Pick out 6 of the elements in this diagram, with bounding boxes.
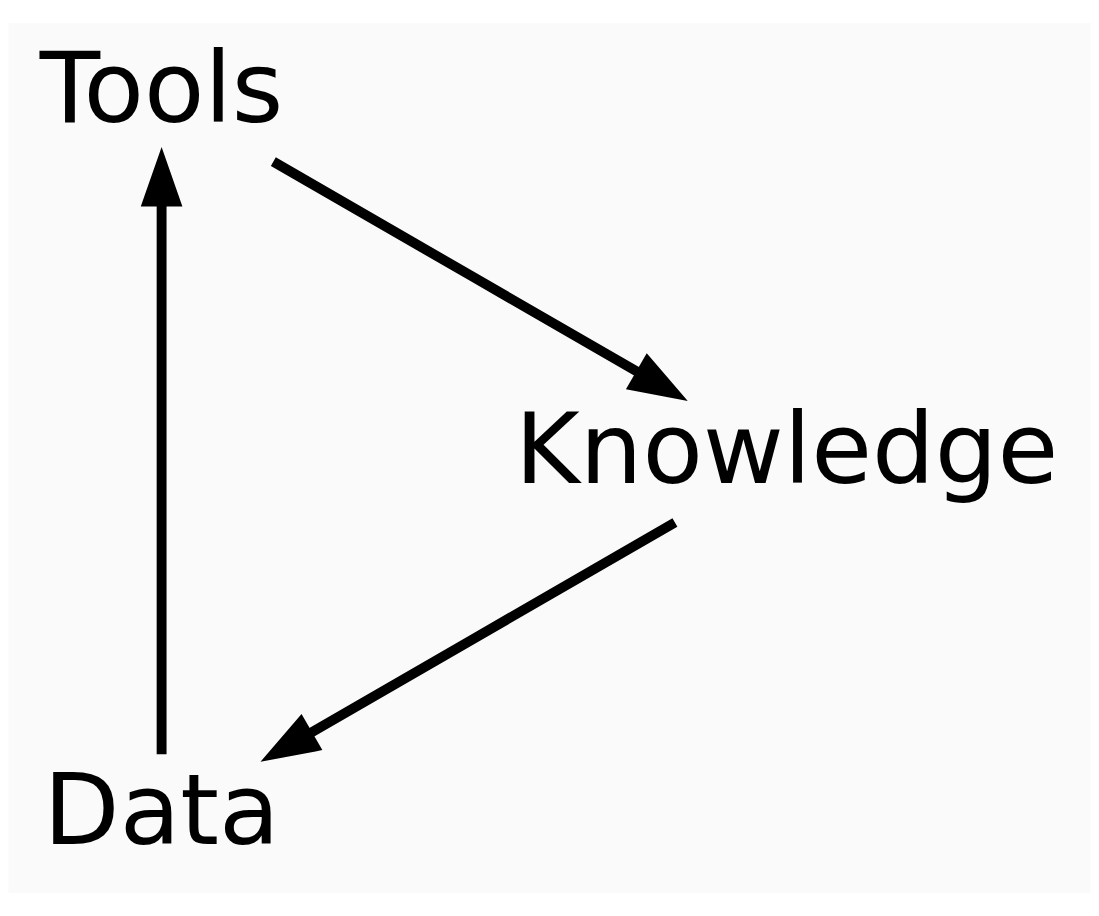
node-text: Knowledge <box>515 390 1059 506</box>
node-text: Data <box>43 751 280 867</box>
node-text: Tools <box>39 29 284 145</box>
arrow <box>260 518 678 762</box>
arrow <box>270 157 688 401</box>
arrow <box>140 146 183 755</box>
